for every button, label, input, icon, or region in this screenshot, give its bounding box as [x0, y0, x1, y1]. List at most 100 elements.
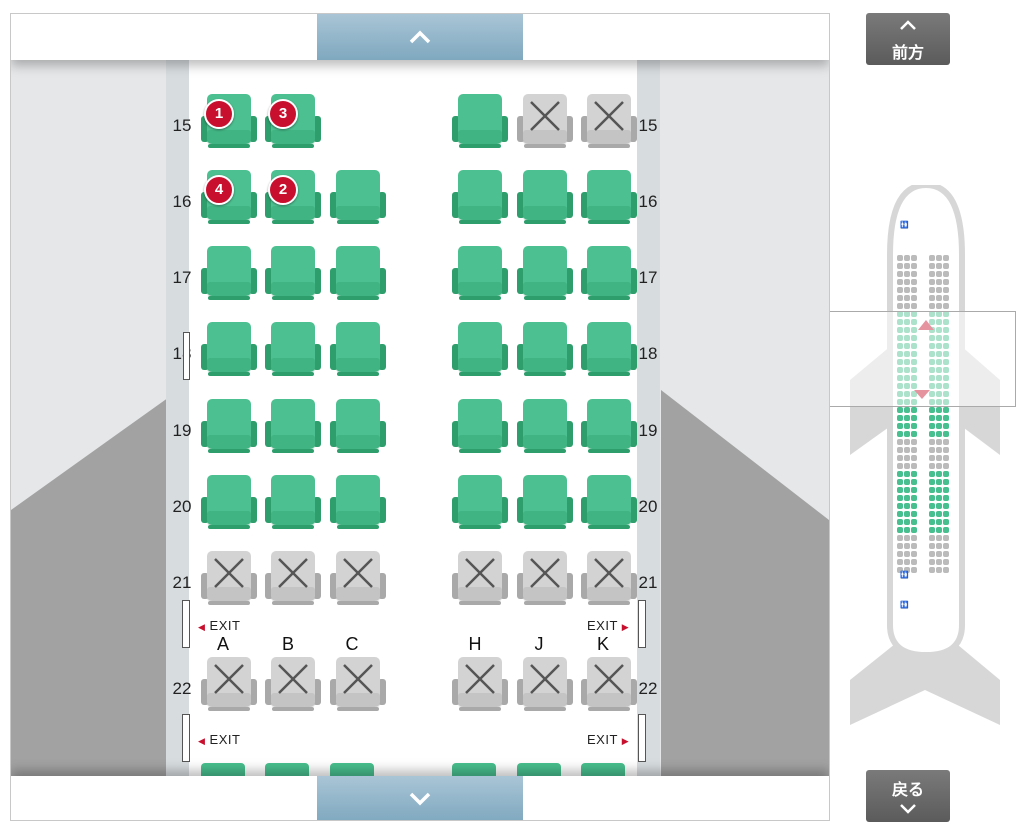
seat-19k[interactable]	[577, 399, 641, 455]
seat-19b[interactable]	[261, 399, 325, 455]
row-number-right: 20	[638, 497, 658, 516]
row-number-left: 22	[172, 679, 192, 698]
seat-partial	[452, 763, 496, 777]
seat-21c	[326, 551, 390, 607]
seat-15h[interactable]	[448, 94, 512, 150]
seat-16b[interactable]: 2	[261, 170, 325, 226]
seat-21a	[197, 551, 261, 607]
row-number-right: 22	[638, 679, 658, 698]
seat-18j[interactable]	[513, 322, 577, 378]
forward-button[interactable]: 前方	[866, 13, 950, 65]
seat-21j	[513, 551, 577, 607]
exit-label: EXIT	[209, 618, 241, 633]
row-number-left: 18	[172, 344, 192, 363]
seat-16j[interactable]	[513, 170, 577, 226]
seat-18a[interactable]	[197, 322, 261, 378]
column-label-j: J	[534, 634, 544, 654]
seat-15b[interactable]: 3	[261, 94, 325, 150]
scroll-down-button[interactable]	[317, 776, 523, 820]
exit-door-right-1	[638, 600, 646, 648]
seat-partial	[581, 763, 625, 777]
seat-20h[interactable]	[448, 475, 512, 531]
column-label-k: K	[596, 634, 609, 654]
exit-sign-left-2: ◀ EXIT	[198, 732, 240, 747]
chevron-down-icon	[900, 804, 916, 814]
exit-label: EXIT	[587, 732, 618, 747]
seat-16h[interactable]	[448, 170, 512, 226]
scroll-down-bar	[11, 776, 829, 820]
scroll-up-bar	[11, 14, 829, 60]
seat-20a[interactable]	[197, 475, 261, 531]
row-number-right: 17	[638, 268, 658, 287]
seat-17k[interactable]	[577, 246, 641, 302]
chevron-down-icon	[409, 792, 431, 806]
row-number-left: 17	[172, 268, 192, 287]
seat-17b[interactable]	[261, 246, 325, 302]
selection-order-badge: 1	[204, 99, 234, 129]
seat-22j	[513, 657, 577, 713]
seat-18b[interactable]	[261, 322, 325, 378]
exit-door-right-2	[638, 714, 646, 762]
chevron-up-icon	[409, 30, 431, 44]
right-arrow-icon: ▶	[621, 736, 630, 746]
row-number-left: 20	[172, 497, 192, 516]
exit-label: EXIT	[209, 732, 241, 747]
seat-16k[interactable]	[577, 170, 641, 226]
seat-19c[interactable]	[326, 399, 390, 455]
seat-17c[interactable]	[326, 246, 390, 302]
seat-20j[interactable]	[513, 475, 577, 531]
selection-order-badge: 3	[268, 99, 298, 129]
seat-20b[interactable]	[261, 475, 325, 531]
exit-door-left-2	[182, 714, 190, 762]
row-number-right: 15	[638, 116, 658, 135]
column-label-c: C	[345, 634, 359, 654]
row-number-right: 21	[638, 573, 658, 592]
seat-19j[interactable]	[513, 399, 577, 455]
seat-15k	[577, 94, 641, 150]
seat-21b	[261, 551, 325, 607]
seat-16c[interactable]	[326, 170, 390, 226]
seat-21h	[448, 551, 512, 607]
svg-text:🚻: 🚻	[900, 600, 909, 609]
seat-17a[interactable]	[197, 246, 261, 302]
row-number-right: 18	[638, 344, 658, 363]
seat-22a	[197, 657, 261, 713]
row-number-left: 16	[172, 192, 192, 211]
exit-door-left-1	[182, 600, 190, 648]
seat-17h[interactable]	[448, 246, 512, 302]
seat-16a[interactable]: 4	[197, 170, 261, 226]
seat-22h	[448, 657, 512, 713]
seat-partial	[265, 763, 309, 777]
column-label-a: A	[216, 634, 229, 654]
airplane-overview-icon[interactable]: 🚻 🚻 🚻	[840, 185, 1010, 730]
seat-21k	[577, 551, 641, 607]
seat-20c[interactable]	[326, 475, 390, 531]
left-fuselage-wall	[166, 60, 189, 776]
exit-label: EXIT	[587, 618, 618, 633]
seat-18h[interactable]	[448, 322, 512, 378]
wing-shading	[11, 390, 829, 776]
chevron-up-icon	[900, 20, 916, 30]
seat-15j	[513, 94, 577, 150]
mini-map-viewport[interactable]	[830, 311, 1016, 407]
forward-label: 前方	[891, 45, 924, 62]
left-arrow-icon: ◀	[198, 736, 206, 746]
exit-sign-right-2: EXIT ▶	[587, 732, 629, 747]
scroll-up-button[interactable]	[317, 14, 523, 60]
row-number-right: 16	[638, 192, 658, 211]
seat-15a[interactable]: 1	[197, 94, 261, 150]
row-number-left: 19	[172, 421, 192, 440]
seat-19h[interactable]	[448, 399, 512, 455]
column-label-b: B	[281, 634, 294, 654]
back-label: 戻る	[891, 782, 924, 799]
seat-partial	[517, 763, 561, 777]
back-button[interactable]: 戻る	[866, 770, 950, 822]
seat-18k[interactable]	[577, 322, 641, 378]
svg-text:🚻: 🚻	[900, 220, 909, 229]
seat-22k	[577, 657, 641, 713]
seat-17j[interactable]	[513, 246, 577, 302]
column-label-h: H	[468, 634, 482, 654]
seat-19a[interactable]	[197, 399, 261, 455]
seat-20k[interactable]	[577, 475, 641, 531]
seat-18c[interactable]	[326, 322, 390, 378]
